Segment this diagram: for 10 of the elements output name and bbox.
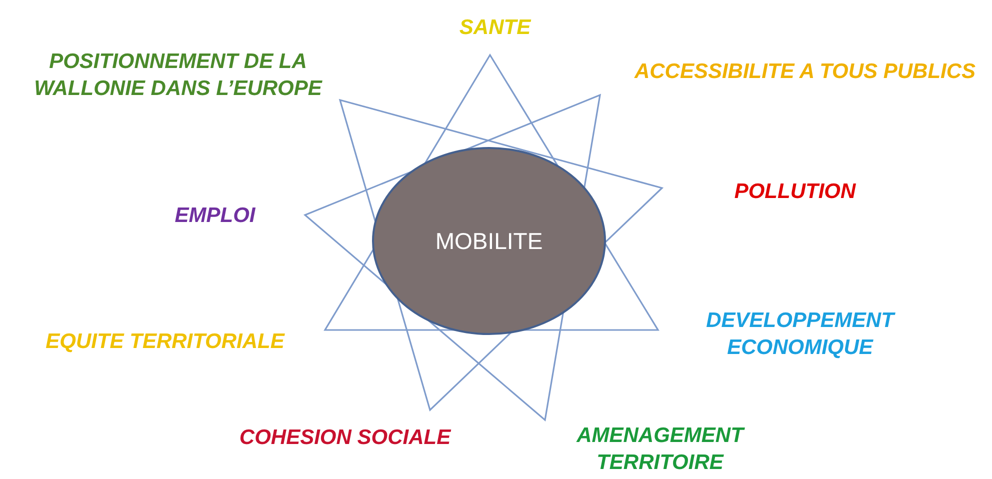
category-label: EQUITE TERRITORIALE [46, 329, 284, 355]
category-label: COHESION SOCIALE [239, 425, 451, 451]
category-label: POSITIONNEMENT DE LA WALLONIE DANS L’EUROPE [33, 49, 324, 102]
category-label: EMPLOI [174, 203, 256, 229]
category-label: ACCESSIBILITE A TOUS PUBLICS [634, 59, 976, 85]
node-label: MOBILITE [435, 228, 543, 254]
category-label: AMENAGEMENT TERRITOIRE [575, 423, 746, 476]
category-label: POLLUTION [734, 179, 856, 205]
category-label: DEVELOPPEMENT ECONOMIQUE [705, 308, 896, 361]
category-label: SANTE [459, 15, 531, 41]
